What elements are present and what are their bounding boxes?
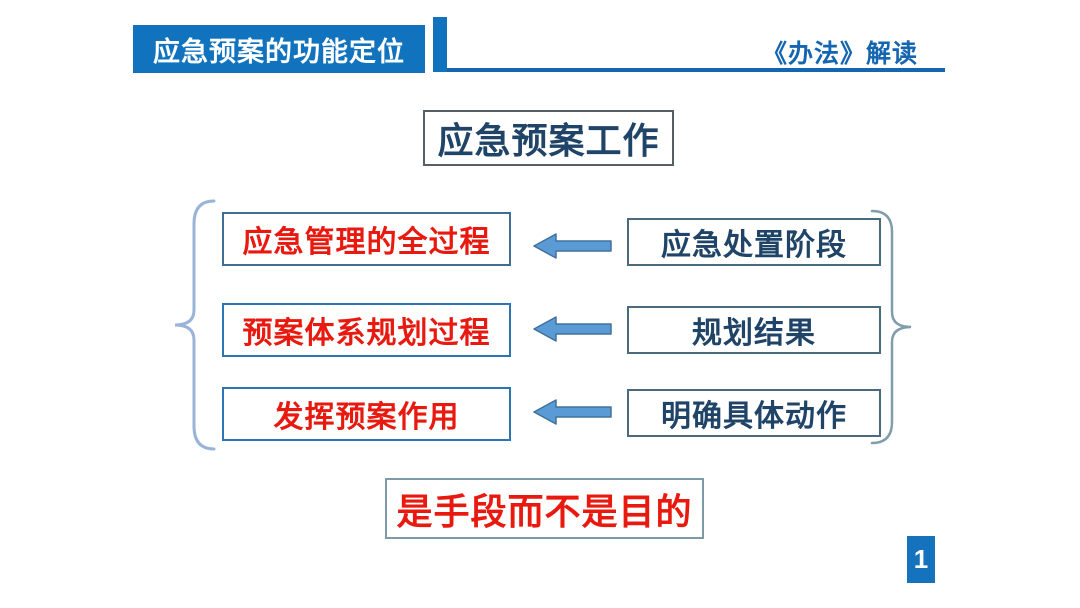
header-title: 应急预案的功能定位 (133, 25, 425, 73)
left-arrow-icon (533, 233, 612, 259)
row-left-box: 发挥预案作用 (222, 387, 511, 441)
row-left-box: 预案体系规划过程 (222, 303, 511, 357)
row-right-box: 规划结果 (627, 306, 881, 354)
page-number-badge: 1 (907, 536, 935, 583)
left-arrow-icon (533, 316, 612, 342)
row-left-box: 应急管理的全过程 (222, 212, 511, 266)
conclusion-box: 是手段而不是目的 (385, 478, 704, 539)
left-arrow-icon (533, 399, 612, 425)
left-brace (174, 199, 216, 451)
row-right-box: 应急处置阶段 (627, 218, 881, 266)
header-accent-bar (433, 17, 447, 72)
row-right-box: 明确具体动作 (627, 389, 881, 437)
main-title-box: 应急预案工作 (423, 110, 674, 166)
header-right-label: 《办法》解读 (761, 40, 918, 68)
right-brace (870, 209, 912, 445)
header-rule-line (447, 68, 945, 72)
